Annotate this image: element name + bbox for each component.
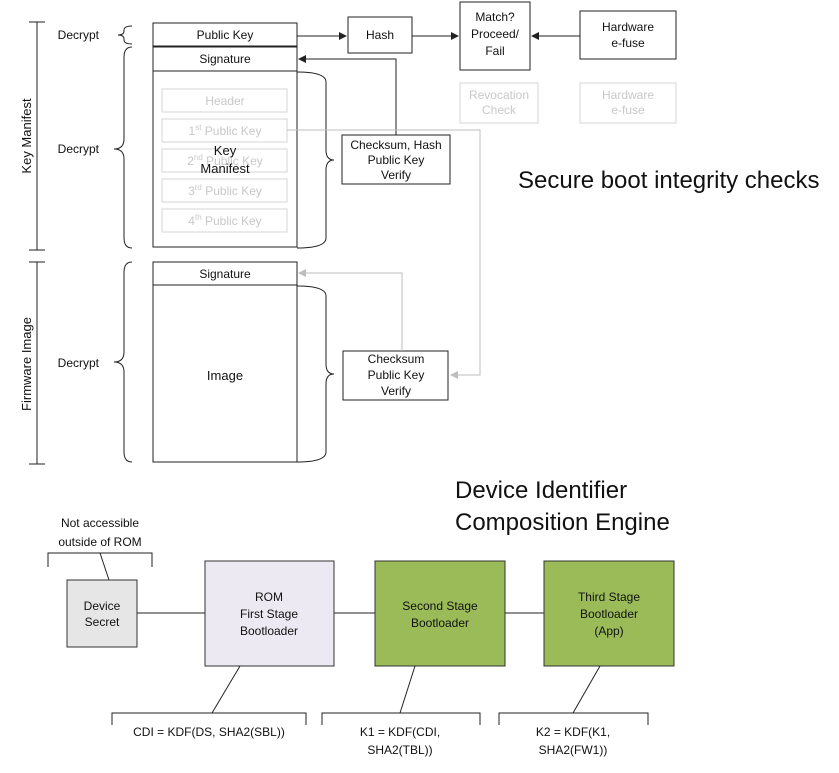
device-secret-label-2: Secret: [85, 615, 120, 629]
header-label: Header: [205, 94, 244, 108]
k2-formula-line-2: SHA2(FW1)): [539, 743, 608, 757]
decrypt-brace-3: [113, 261, 133, 463]
decrypt-label-2: Decrypt: [58, 142, 100, 156]
rom-bootloader-box: [204, 560, 335, 667]
hardware-efuse-box: [579, 10, 677, 60]
third-stage-label-1: Third Stage: [578, 590, 640, 604]
rom-note-line-2: outside of ROM: [58, 535, 141, 549]
second-stage-label-2: Bootloader: [411, 616, 469, 630]
hardware-efuse-label-1: Hardware: [602, 20, 654, 34]
public-key-slot-2: [161, 148, 288, 173]
checksum-hash-verify-box: [341, 134, 451, 185]
third-stage-bootloader-box: [543, 560, 675, 667]
match-label-2: Proceed/: [471, 27, 520, 41]
rom-label-1: ROM: [255, 590, 283, 604]
firmware-image-box: [152, 261, 298, 463]
second-stage-bootloader-box: [374, 560, 506, 667]
signature-label: Signature: [199, 52, 251, 66]
image-label: Image: [207, 368, 243, 383]
checksum1-label-3: Verify: [381, 168, 411, 182]
firmware-signature-label: Signature: [199, 267, 251, 281]
public-key-slot-label-2: 2nd Public Key: [187, 153, 263, 168]
checksum1-label-2: Public Key: [368, 153, 425, 167]
hardware-efuse-faded-box: [579, 82, 677, 124]
key-manifest-center-label-1: Key: [214, 143, 237, 158]
hardware-efuse-faded-label-1: Hardware: [602, 88, 654, 102]
hash-label: Hash: [366, 28, 394, 42]
public-key-slot-4: [161, 208, 288, 233]
firmware-image-right-brace: [296, 285, 335, 463]
public-key-box: [152, 22, 298, 47]
third-stage-label-2: Bootloader: [580, 607, 638, 621]
dice-title-line-1: Device Identifier: [455, 477, 627, 504]
key-manifest-center-label-2: Manifest: [200, 161, 250, 176]
checksum-verify-box: [342, 350, 449, 401]
k2-formula-line-1: K2 = KDF(K1,: [536, 725, 610, 739]
second-stage-label-1: Second Stage: [402, 599, 478, 613]
device-secret-label-1: Device: [84, 599, 121, 613]
key-manifest-right-brace: [296, 71, 335, 249]
public-key-slot-label-4: 4th Public Key: [188, 213, 261, 228]
k1-formula-line-2: SHA2(TBL)): [367, 743, 432, 757]
revocation-label-2: Check: [482, 103, 517, 117]
checksum2-label-1: Checksum: [368, 352, 425, 366]
rom-label-3: Bootloader: [240, 624, 298, 638]
third-stage-label-3: (App): [594, 624, 623, 638]
checksum2-label-2: Public Key: [368, 368, 425, 382]
public-key-slot-label-3: 3rd Public Key: [188, 183, 262, 198]
hash-box: [347, 16, 413, 54]
public-key-slot-label-1: 1st Public Key: [189, 123, 262, 138]
revocation-label-1: Revocation: [469, 88, 529, 102]
hardware-efuse-label-2: e-fuse: [611, 36, 645, 50]
public-key-label: Public Key: [197, 28, 254, 42]
match-label-1: Match?: [475, 10, 515, 24]
header-box: [161, 88, 288, 113]
key-manifest-side-label: Key Manifest: [19, 98, 34, 174]
decrypt-label-3: Decrypt: [58, 356, 100, 370]
device-secret-box: [66, 579, 138, 648]
match-label-3: Fail: [485, 44, 504, 58]
cdi-formula: CDI = KDF(DS, SHA2(SBL)): [133, 725, 285, 739]
key-manifest-span: [29, 21, 45, 251]
checksum1-label-1: Checksum, Hash: [350, 138, 441, 152]
firmware-image-span: [29, 261, 45, 465]
decrypt-label-1: Decrypt: [58, 28, 100, 42]
rom-note-line-1: Not accessible: [61, 516, 139, 530]
firmware-image-side-label: Firmware Image: [19, 317, 34, 411]
decrypt-brace-2: [113, 46, 133, 249]
secure-boot-title: Secure boot integrity checks: [518, 167, 820, 194]
decrypt-brace-1: [117, 25, 133, 45]
public-key-slot-3: [161, 178, 288, 203]
hardware-efuse-faded-label-2: e-fuse: [611, 103, 645, 117]
k1-formula-line-1: K1 = KDF(CDI,: [360, 725, 440, 739]
rom-label-2: First Stage: [240, 607, 298, 621]
checksum2-label-3: Verify: [381, 384, 411, 398]
match-box: [459, 1, 531, 71]
revocation-check-box: [459, 82, 539, 124]
dice-title-line-2: Composition Engine: [455, 509, 670, 536]
